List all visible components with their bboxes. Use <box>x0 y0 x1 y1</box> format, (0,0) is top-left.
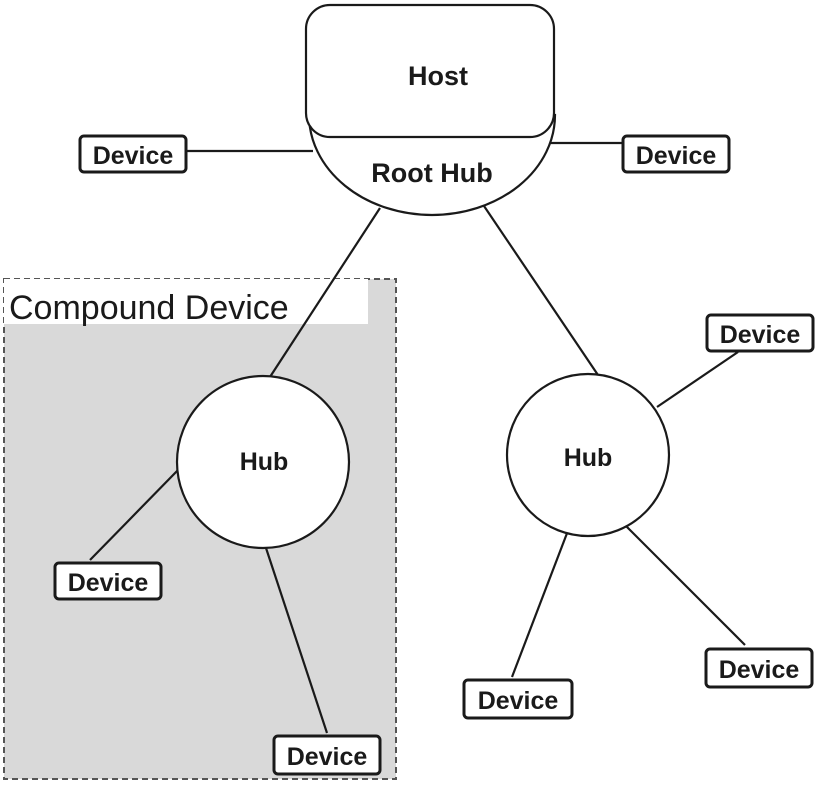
hub-left: Hub <box>175 374 351 550</box>
device-hubleft-a: Device <box>53 561 163 601</box>
hub-left-shape <box>175 374 351 550</box>
device-hubright-a: Device <box>705 313 815 353</box>
edge-hubright-device-b <box>623 523 746 646</box>
root-hub: Root Hub <box>307 113 557 217</box>
host-label: Host <box>408 61 468 91</box>
device-box <box>462 678 574 720</box>
device-label: Device <box>719 656 800 684</box>
device-box <box>53 561 163 601</box>
root-hub-shape <box>307 113 557 217</box>
device-hubright-b: Device <box>704 647 814 689</box>
hub-right-label: Hub <box>564 444 613 472</box>
device-roothub-left: Device <box>78 134 188 174</box>
hub-left-label: Hub <box>240 448 289 476</box>
device-label: Device <box>93 142 174 170</box>
hub-right-shape <box>505 372 671 538</box>
device-box <box>272 734 382 776</box>
connections <box>89 141 746 734</box>
device-roothub-right: Device <box>621 134 731 174</box>
edge-roothub-hub-left <box>267 207 381 381</box>
device-box <box>621 134 731 174</box>
compound-device-title: Compound Device <box>9 289 289 327</box>
device-label: Device <box>720 321 801 349</box>
compound-device-box <box>3 278 397 780</box>
edge-hubleft-device-a <box>89 469 179 561</box>
compound-device-region: Compound Device <box>3 278 397 780</box>
device-label: Device <box>287 743 368 771</box>
device-box <box>704 647 814 689</box>
device-hubleft-b: Device <box>272 734 382 776</box>
device-hubright-c: Device <box>462 678 574 720</box>
edge-hubright-device-c <box>510 527 571 678</box>
compound-device-title-bg <box>4 279 368 324</box>
edge-hubleft-device-b <box>264 547 329 734</box>
host-box <box>304 3 556 139</box>
device-label: Device <box>636 142 717 170</box>
edge-hubright-device-a <box>656 351 739 408</box>
hub-right: Hub <box>505 372 671 538</box>
device-box <box>78 134 188 174</box>
host: Host <box>304 3 556 139</box>
device-label: Device <box>68 569 149 597</box>
edge-roothub-hub-right <box>483 205 601 379</box>
device-label: Device <box>478 687 559 715</box>
device-box <box>705 313 815 353</box>
root-hub-label: Root Hub <box>371 158 492 188</box>
